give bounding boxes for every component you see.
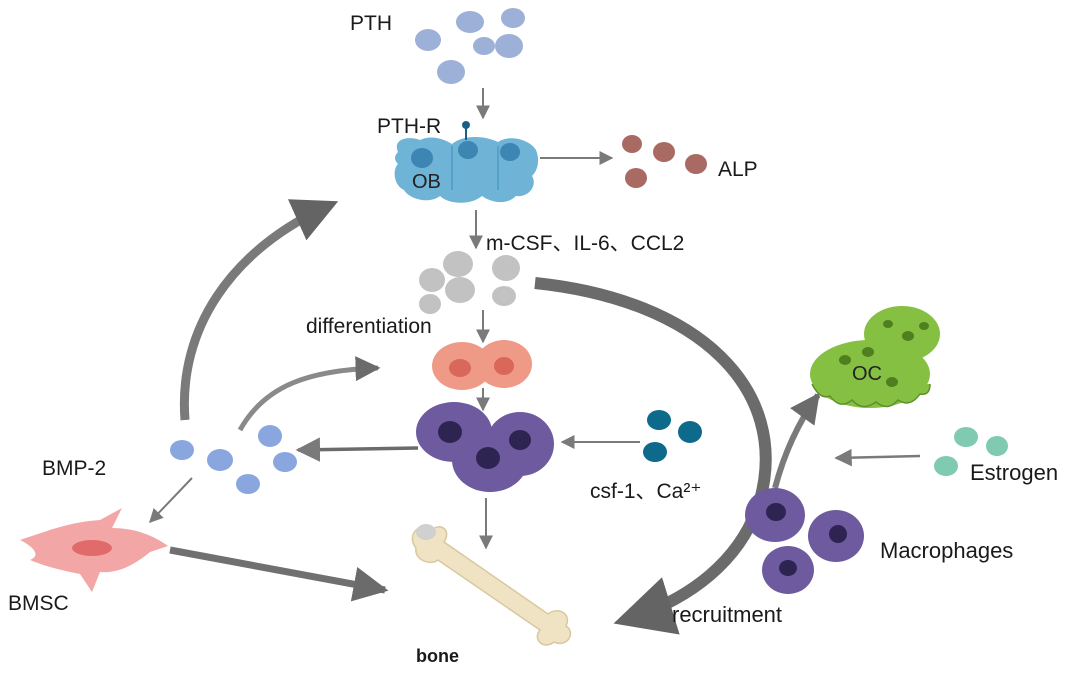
cytokine-molecules xyxy=(419,251,520,314)
arrow-bmp2-to-bmsc xyxy=(149,477,193,524)
label-alp: ALP xyxy=(718,158,758,181)
estrogen-molecules xyxy=(934,427,1008,476)
pth-receptor xyxy=(462,121,470,140)
label-recruitment: recruitment xyxy=(672,602,782,627)
arrow-macrophage-to-oc xyxy=(772,392,821,489)
macrophage-cells xyxy=(745,488,864,594)
arrow-bmsc-to-bone xyxy=(169,546,389,602)
bone-icon xyxy=(411,524,572,646)
osteoblast-cells xyxy=(394,137,539,203)
label-differentiation: differentiation xyxy=(306,315,432,338)
osteoclast-precursor-cells xyxy=(416,402,554,492)
arrow-purple-to-bmp2 xyxy=(295,437,419,462)
label-bmp2: BMP-2 xyxy=(42,457,106,480)
alp-molecules xyxy=(622,135,707,188)
arrow-estrogen-to-macrophage xyxy=(834,448,921,467)
label-ob: OB xyxy=(412,171,441,193)
bmp2-molecules xyxy=(170,425,297,494)
label-bone: bone xyxy=(416,646,459,666)
csf-ca-molecules xyxy=(643,410,702,462)
label-bmsc: BMSC xyxy=(8,592,69,615)
label-csf-ca: csf-1、Ca²⁺ xyxy=(590,480,701,503)
osteoclast-cell xyxy=(810,306,940,408)
label-pth: PTH xyxy=(350,12,392,35)
pth-molecules xyxy=(415,8,525,84)
label-estrogen: Estrogen xyxy=(970,460,1058,485)
arrow-bmp2-to-differentiation xyxy=(237,356,381,432)
progenitor-cells xyxy=(432,340,532,390)
label-cytokines: m-CSF、IL-6、CCL2 xyxy=(486,232,684,255)
arrow-bmp2-to-ob xyxy=(179,199,339,421)
arrow-recruitment xyxy=(534,277,772,635)
label-macrophages: Macrophages xyxy=(880,538,1013,563)
label-oc: OC xyxy=(852,363,882,385)
bmsc-cell xyxy=(20,508,168,592)
label-pth-r: PTH-R xyxy=(377,115,441,138)
